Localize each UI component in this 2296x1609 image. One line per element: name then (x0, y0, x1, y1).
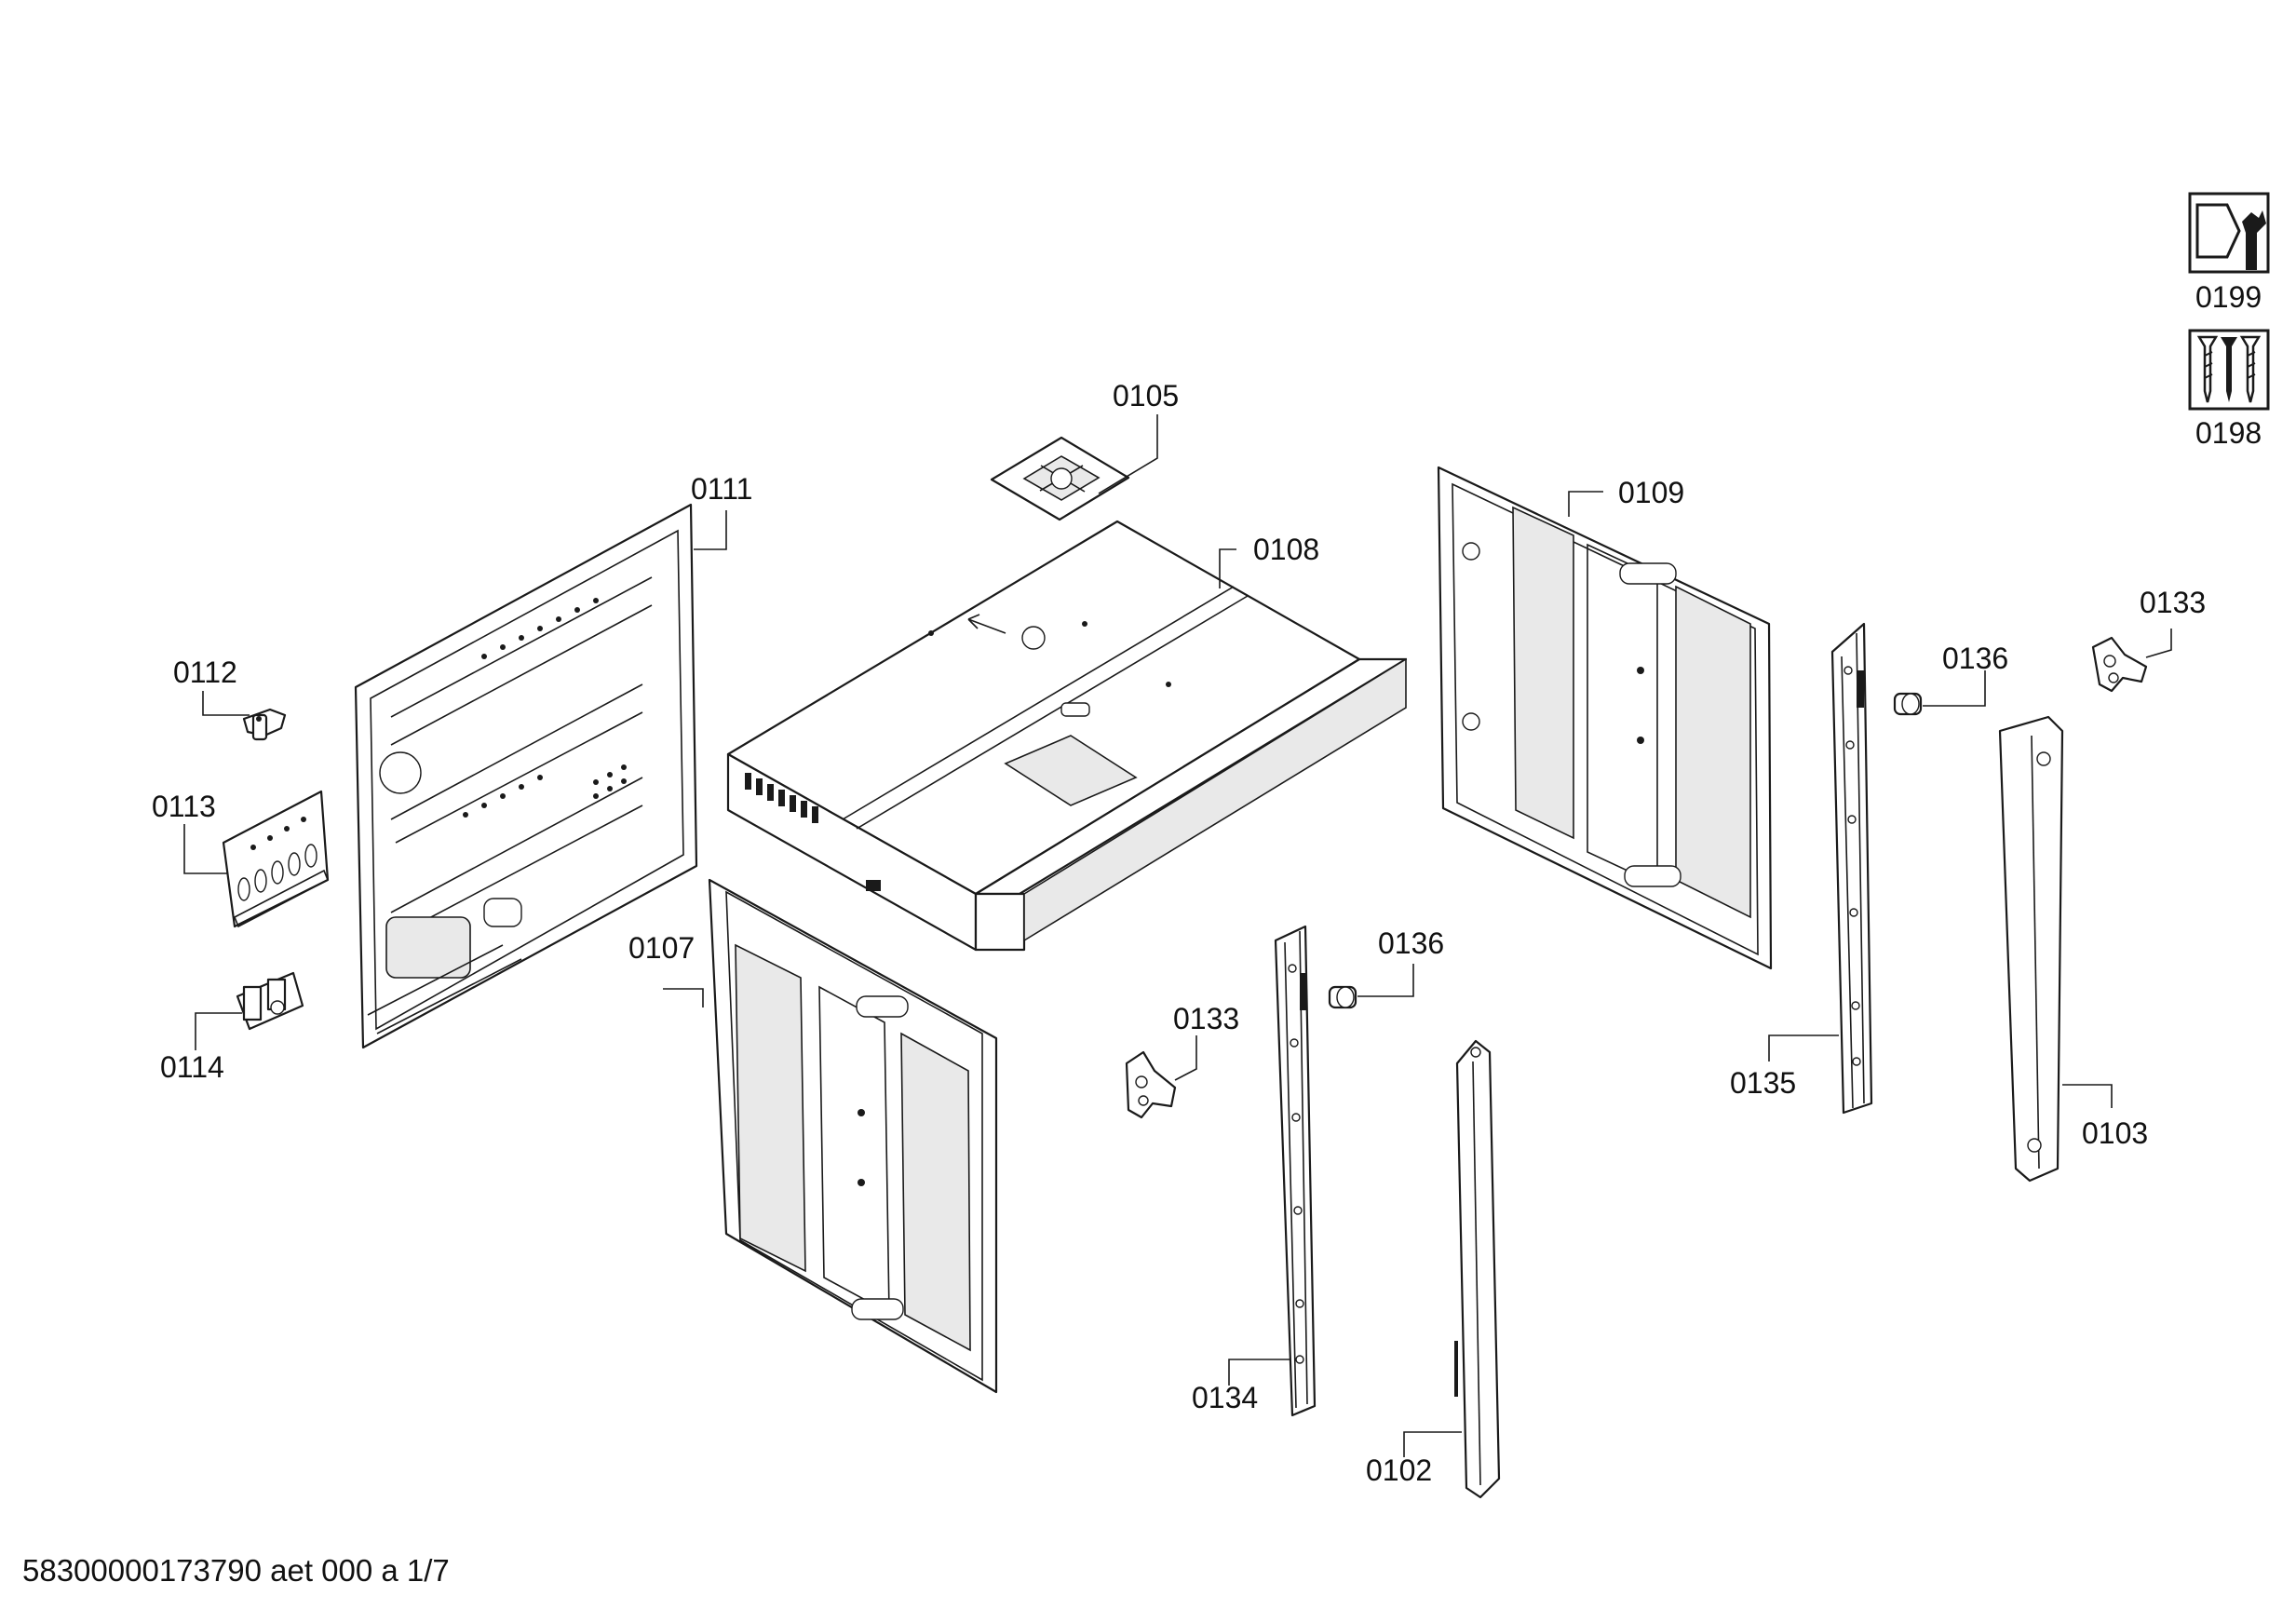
label-0136-center: 0136 (1378, 926, 1444, 960)
part-0134-runner-rail[interactable] (1274, 925, 1317, 1417)
label-0113: 0113 (152, 790, 216, 823)
label-0112: 0112 (173, 656, 237, 689)
part-0103-trim-strip[interactable] (1998, 715, 2064, 1183)
label-0133-left: 0133 (1173, 1002, 1239, 1035)
part-labels: 0105 0108 0109 0111 0112 0113 0114 0107 … (152, 280, 2262, 1487)
label-0135: 0135 (1730, 1066, 1796, 1100)
part-0107-side-panel[interactable] (708, 878, 998, 1394)
part-0112-clip[interactable] (242, 708, 287, 741)
label-0102: 0102 (1366, 1454, 1432, 1487)
leader-lines (183, 414, 2172, 1457)
part-0105-grommet[interactable] (990, 436, 1130, 521)
part-0108-cover[interactable] (726, 520, 1408, 952)
label-0105: 0105 (1113, 379, 1179, 412)
part-0135-runner-rail[interactable] (1830, 622, 1873, 1115)
label-0103: 0103 (2082, 1116, 2148, 1150)
part-0113-bracket[interactable] (222, 790, 330, 928)
label-0134: 0134 (1192, 1381, 1258, 1414)
part-0133-hinge-right[interactable] (2091, 636, 2148, 693)
label-0111: 0111 (691, 472, 752, 506)
part-0114-connector[interactable] (236, 971, 304, 1031)
part-0102-trim-strip[interactable] (1454, 1039, 1501, 1499)
label-0133-right: 0133 (2140, 586, 2206, 619)
part-0136-sleeve-center[interactable] (1328, 985, 1357, 1009)
document-footer: 58300000173790 aet 000 a 1/7 (22, 1553, 450, 1588)
service-tools-icon[interactable] (2188, 192, 2270, 274)
label-0108: 0108 (1253, 533, 1319, 566)
part-0111-panel[interactable] (354, 503, 698, 1049)
label-0114: 0114 (160, 1050, 224, 1084)
part-0109-side-panel[interactable] (1437, 466, 1773, 970)
screws-icon[interactable] (2188, 329, 2270, 411)
label-0199: 0199 (2195, 280, 2262, 314)
part-0136-sleeve-right[interactable] (1893, 692, 1923, 716)
label-0136-right: 0136 (1942, 642, 2008, 675)
label-0198: 0198 (2195, 416, 2262, 450)
label-0109: 0109 (1618, 476, 1684, 509)
label-0107: 0107 (628, 931, 695, 965)
part-0133-hinge-left[interactable] (1125, 1050, 1177, 1119)
